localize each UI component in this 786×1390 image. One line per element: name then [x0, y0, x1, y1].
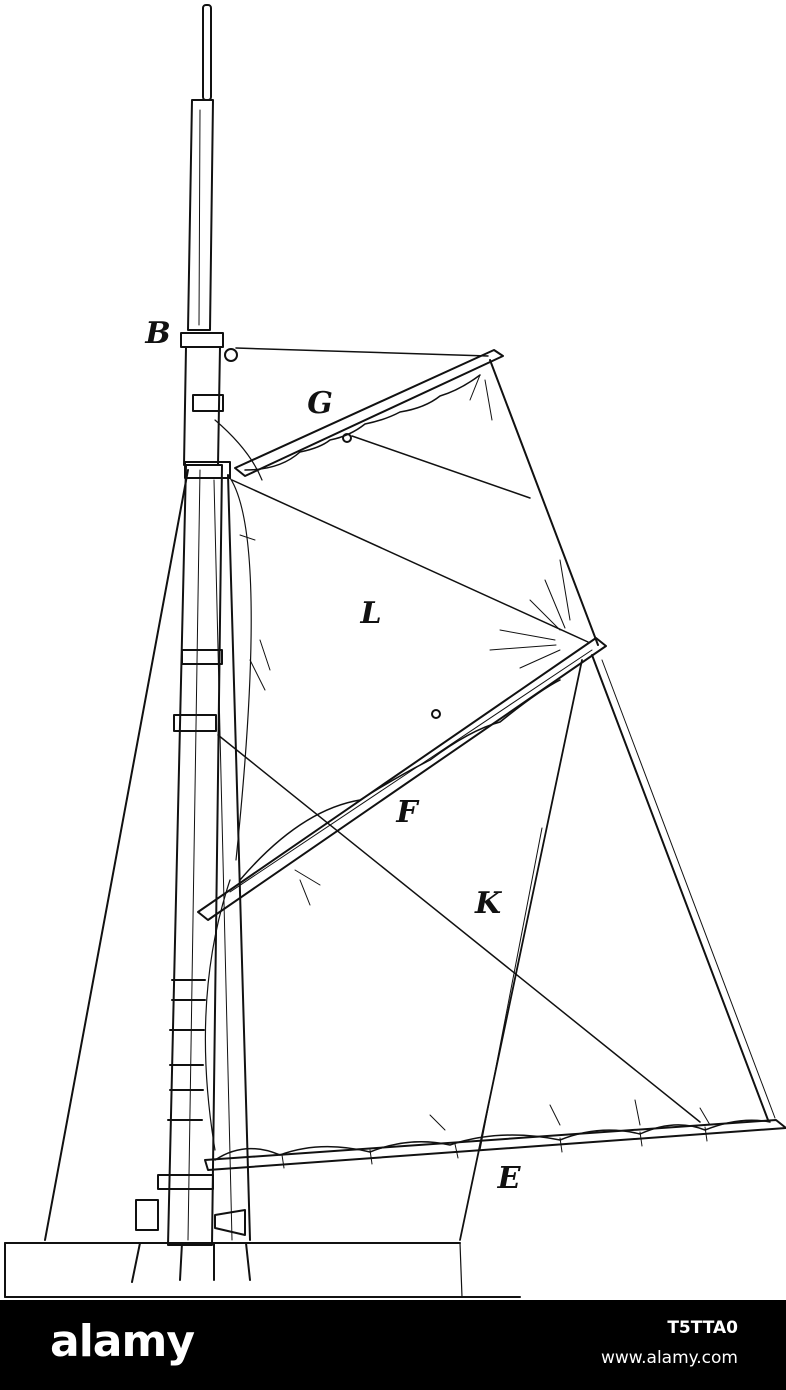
label-f: F — [395, 795, 420, 830]
label-l: L — [359, 596, 381, 631]
label-e: E — [497, 1161, 522, 1196]
sail-rig-svg: B G L F K E — [4, 4, 786, 1298]
alamy-logo: alamy — [50, 1316, 195, 1367]
sail-outline — [204, 359, 776, 1151]
image-id: T5TTA0 — [667, 1318, 738, 1338]
sail-stitch-marks — [239, 374, 711, 1131]
label-g: G — [307, 386, 333, 421]
deck — [4, 1242, 521, 1298]
topmast — [187, 4, 214, 331]
sail-rig-drawing: B G L F K E — [4, 4, 786, 1298]
belaying-pins — [131, 1242, 251, 1283]
shrouds — [44, 469, 251, 1241]
site-url: www.alamy.com — [600, 1348, 738, 1368]
boom — [204, 1119, 786, 1171]
mast-band-b — [180, 332, 238, 466]
running-rigging — [217, 347, 701, 1241]
label-k: K — [474, 886, 503, 921]
watermark-bar: alamy T5TTA0 www.alamy.com — [0, 1300, 786, 1390]
lower-mast — [135, 461, 246, 1246]
label-b: B — [144, 316, 170, 351]
main-gaff — [197, 637, 607, 921]
topsail-gaff — [234, 349, 504, 477]
